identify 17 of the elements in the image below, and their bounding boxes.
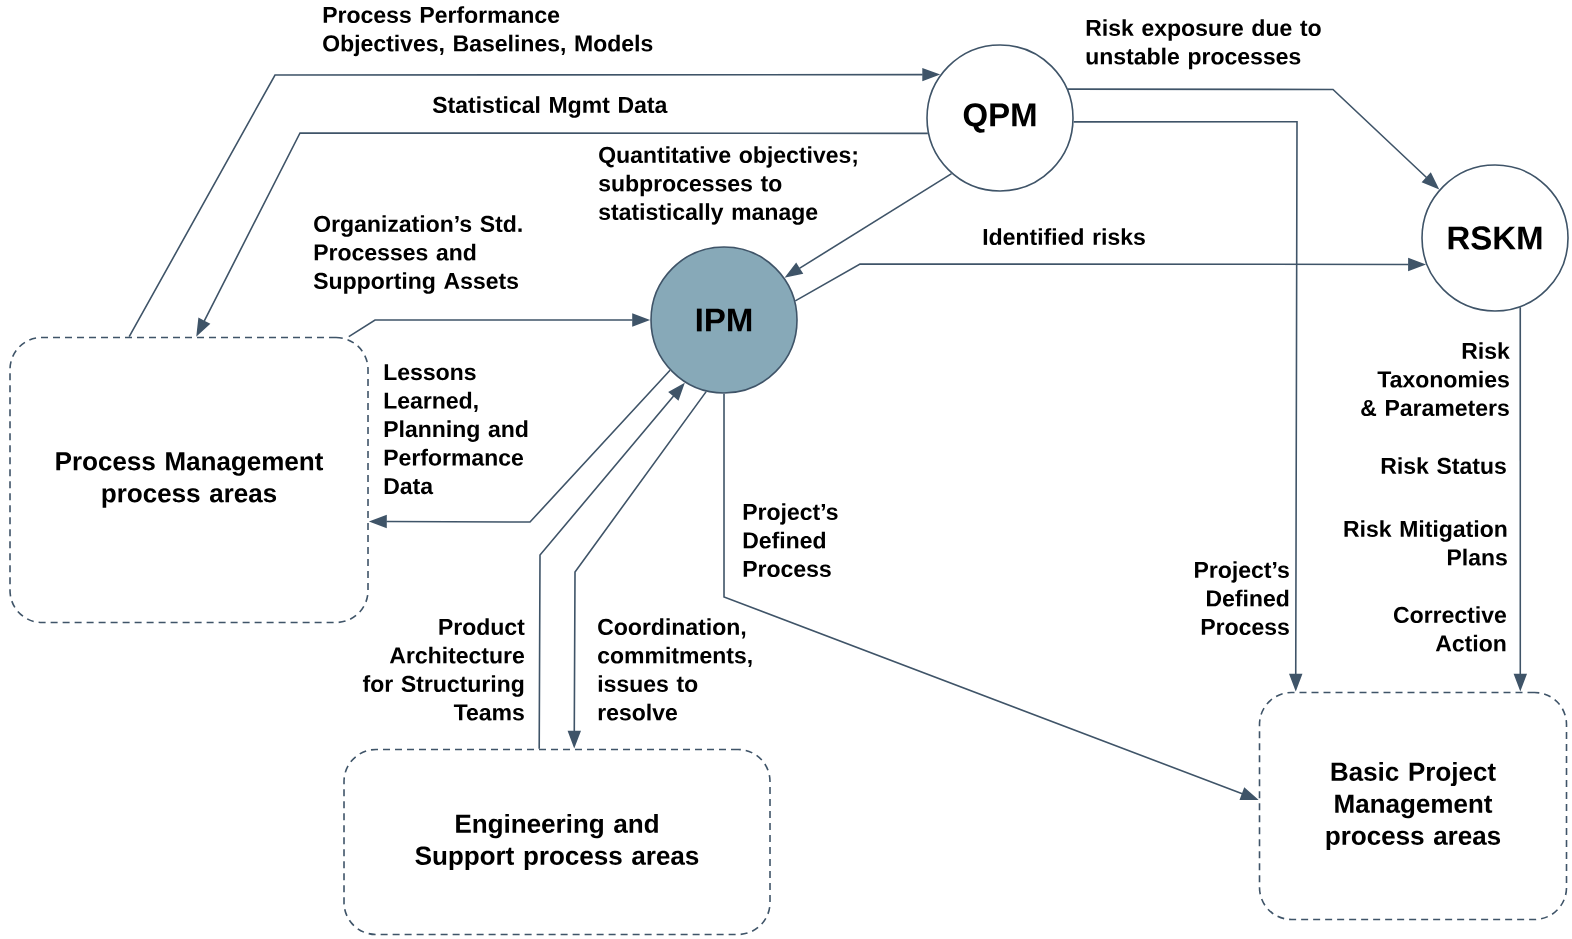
process-area-box: Engineering and Support process areas <box>343 748 771 936</box>
edge-label: Coordination, commitments, issues to resolve <box>598 618 752 721</box>
flow-label: Corrective Action <box>1393 606 1506 652</box>
flow-label: Risk Status <box>1381 457 1506 475</box>
edge-label: Project’s Defined Process <box>1195 561 1289 636</box>
edge-label: Identified risks <box>983 228 1145 246</box>
edge-label: Risk Taxonomies & Parameters <box>1361 342 1510 417</box>
edge-label: Lessons Learned, Planning and Performance Data <box>384 364 528 495</box>
edge-label: Risk exposure due to unstable processes <box>1086 19 1321 70</box>
edge-label: Statistical Mgmt Data <box>432 96 668 118</box>
edge-label: Process Performance Objectives, Baselines, Models <box>323 6 653 57</box>
edge-label: Quantitative objectives; subprocesses to statistically manage <box>599 146 857 225</box>
process-area-box: Process Management process areas <box>9 336 369 624</box>
flow-label: Risk Mitigation Plans <box>1344 520 1507 566</box>
process-area-box: Basic Project Management process areas <box>1258 691 1568 921</box>
edge-label: Project’s Defined Process <box>743 503 838 578</box>
edge-label: Organization’s Std. Processes and Supporting Assets <box>313 215 522 294</box>
